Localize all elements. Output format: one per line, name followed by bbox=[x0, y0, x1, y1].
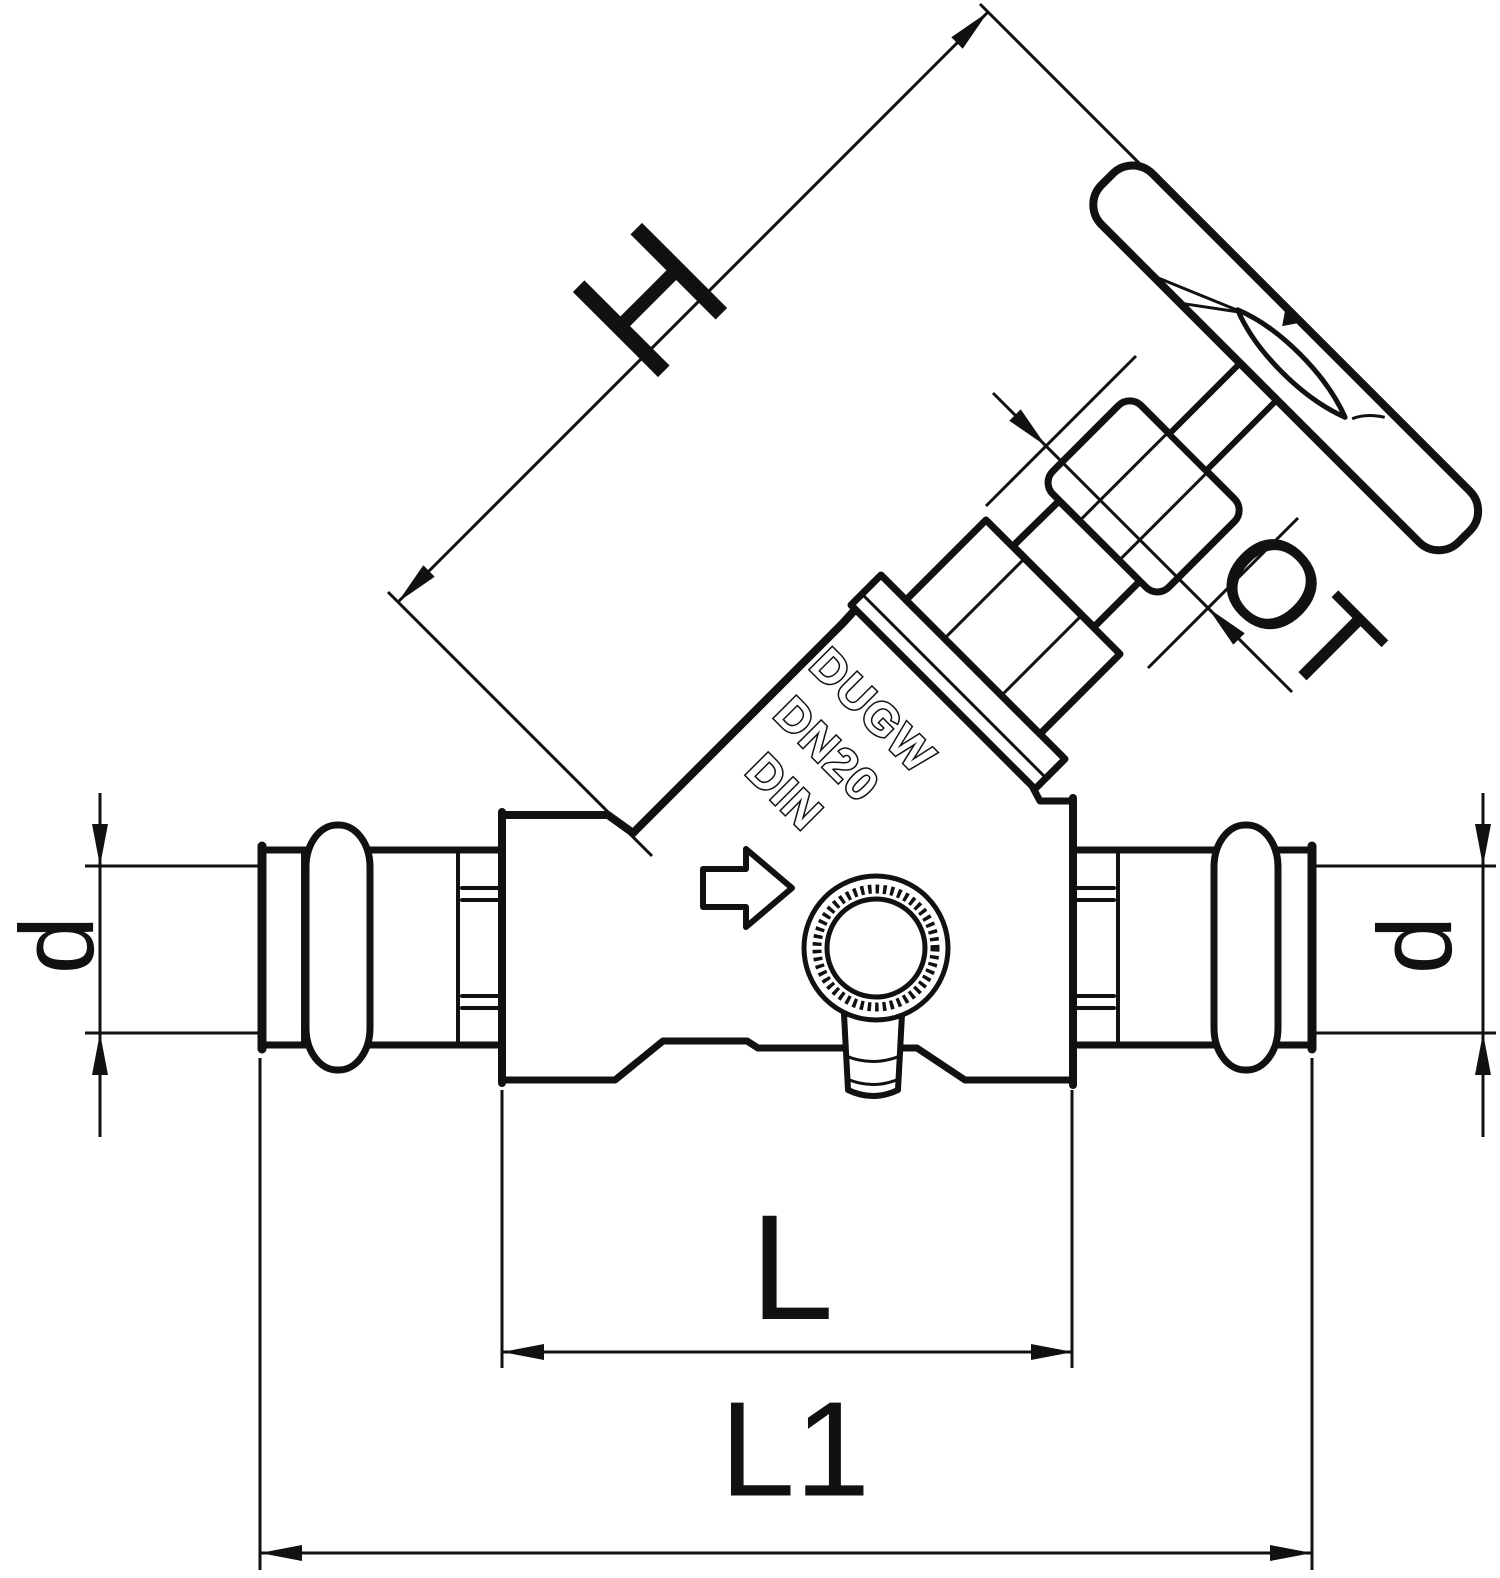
d-left-arrow-bottom bbox=[92, 1033, 108, 1075]
l-extension-lines bbox=[500, 1090, 1074, 1368]
l1-label: L1 bbox=[720, 1374, 870, 1525]
ot-extension-line-lower bbox=[1146, 516, 1300, 670]
d-left-arrow-top bbox=[92, 824, 108, 866]
d-right-label: d bbox=[1357, 916, 1474, 974]
l-arrow-right bbox=[1031, 1344, 1073, 1360]
l-label: L bbox=[750, 1183, 833, 1351]
dimension-d-left: d bbox=[0, 793, 258, 1137]
l1-extension-lines bbox=[258, 1058, 1314, 1570]
press-connection-left bbox=[257, 821, 504, 1074]
valve-body bbox=[498, 608, 1077, 1089]
drain-spout-ring-2 bbox=[846, 1077, 900, 1086]
drain-port bbox=[801, 873, 951, 1099]
body-bottom-left bbox=[498, 1037, 846, 1084]
l1-arrow-right bbox=[1270, 1545, 1312, 1561]
handwheel-rim-notch bbox=[1282, 306, 1302, 327]
ot-arrow-upper bbox=[1009, 409, 1046, 446]
press-connection-right bbox=[1072, 821, 1317, 1074]
drain-spout-ring-1 bbox=[845, 1054, 901, 1063]
handwheel-hub-arc bbox=[1351, 414, 1386, 421]
flow-direction-arrow-icon bbox=[700, 846, 795, 930]
d-right-arrow-top bbox=[1475, 824, 1491, 866]
d-right-extension-lines bbox=[1316, 864, 1496, 1035]
dimension-l: L bbox=[500, 1090, 1074, 1368]
d-left-label: d bbox=[0, 916, 116, 974]
drain-spout bbox=[841, 1011, 905, 1099]
right-press-bead bbox=[1210, 821, 1282, 1074]
bonnet-flange-seam bbox=[860, 592, 1048, 780]
handwheel bbox=[1089, 161, 1483, 555]
h-extension-line-lower bbox=[386, 590, 654, 858]
h-arrow-upper bbox=[951, 12, 988, 49]
body-bottom-right bbox=[899, 1044, 1077, 1084]
neck-left-edge bbox=[629, 608, 857, 837]
ot-extension-line-upper bbox=[984, 354, 1138, 508]
handwheel-spoke-lines bbox=[1154, 275, 1244, 315]
drain-boss-inner bbox=[824, 896, 928, 1000]
bonnet-hex bbox=[902, 516, 1124, 738]
handwheel-hub bbox=[1235, 307, 1348, 420]
packing-nut-seams bbox=[1078, 431, 1209, 562]
bonnet-flange bbox=[847, 571, 1069, 793]
h-label: H bbox=[537, 187, 764, 414]
drain-boss-knurl bbox=[812, 884, 940, 1012]
cast-markings: DUGW DN20 DIN bbox=[735, 636, 948, 842]
h-arrow-lower bbox=[398, 565, 435, 602]
bonnet-hex-seams bbox=[942, 556, 1084, 698]
l1-arrow-left bbox=[260, 1545, 302, 1561]
right-fitting-hex-seams bbox=[1074, 886, 1116, 1010]
bonnet-assembly bbox=[847, 360, 1280, 793]
h-extension-line-upper bbox=[978, 2, 1152, 176]
ot-arrow-lower bbox=[1208, 608, 1245, 645]
left-fitting-hex-seams bbox=[460, 886, 504, 1010]
h-dimension-line bbox=[396, 10, 990, 604]
dimension-l1: L1 bbox=[258, 1058, 1314, 1570]
l-arrow-left bbox=[502, 1344, 544, 1360]
dimension-d-right: d bbox=[1316, 793, 1496, 1137]
d-right-arrow-bottom bbox=[1475, 1033, 1491, 1075]
d-left-extension-lines bbox=[85, 864, 258, 1035]
left-press-bead bbox=[302, 821, 374, 1074]
